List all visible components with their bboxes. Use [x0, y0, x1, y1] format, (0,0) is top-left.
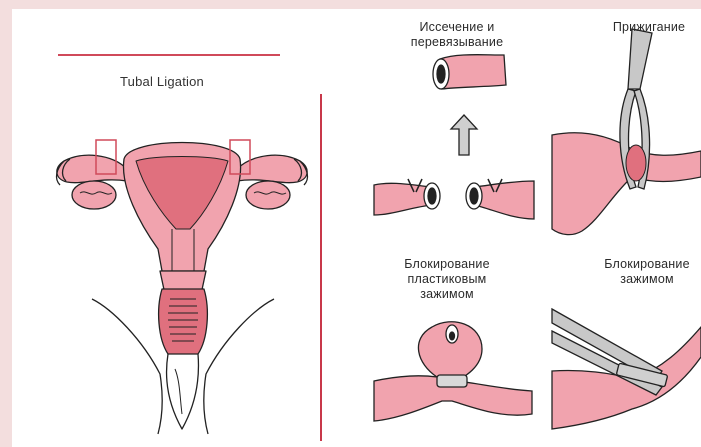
plastic-clamp-label-line1: Блокирование [387, 257, 507, 272]
excision-figure [374, 55, 534, 219]
excision-label-line2: перевязывание [392, 35, 522, 50]
cautery-label-line1: Прижигание [594, 20, 701, 35]
cautery-label: Прижигание [594, 20, 701, 35]
uterus-figure [57, 143, 308, 435]
excision-label: Иссечение и перевязывание [392, 20, 522, 50]
clip-label-line1: Блокирование [592, 257, 701, 272]
clip-figure [552, 309, 701, 429]
clip-label: Блокирование зажимом [592, 257, 701, 287]
plastic-clamp-label-line3: зажимом [387, 287, 507, 302]
cautery-figure [552, 29, 701, 235]
plastic-clamp-figure [374, 322, 532, 421]
up-arrow-icon [451, 115, 477, 155]
plastic-clamp-label: Блокирование пластиковым зажимом [387, 257, 507, 302]
diagram-canvas: Tubal Ligation Иссечение и перевязывание… [12, 9, 701, 447]
figure-title: Tubal Ligation [102, 74, 222, 89]
plastic-clamp-label-line2: пластиковым [387, 272, 507, 287]
clip-label-line2: зажимом [592, 272, 701, 287]
excision-label-line1: Иссечение и [392, 20, 522, 35]
